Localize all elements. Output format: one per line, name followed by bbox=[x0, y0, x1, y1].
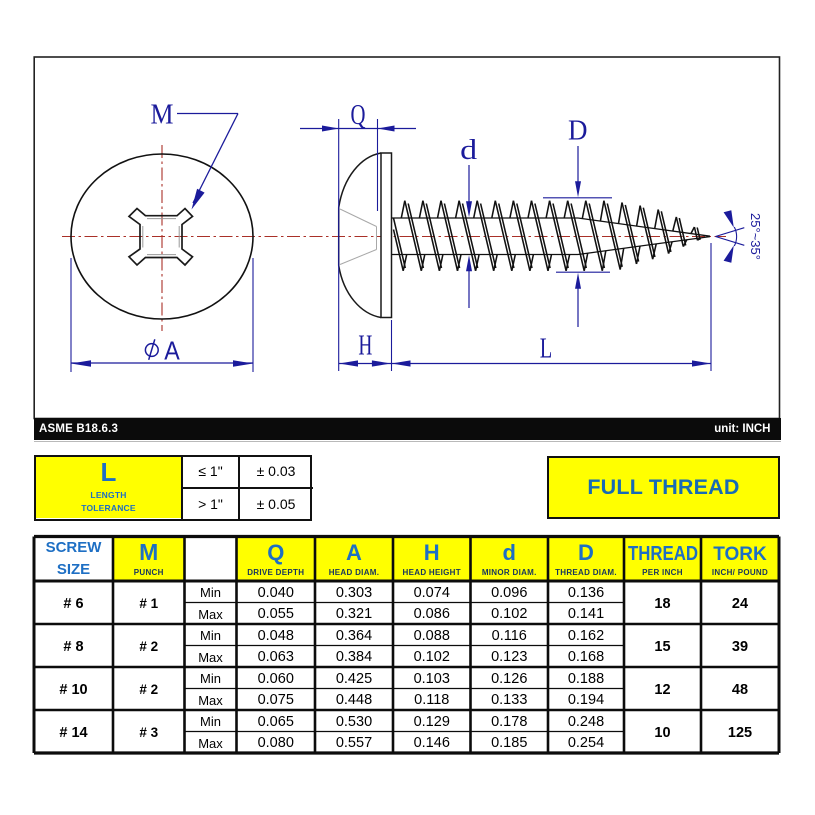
svg-text:d: d bbox=[460, 134, 478, 166]
svg-text:H: H bbox=[358, 330, 372, 362]
svg-text:M: M bbox=[151, 99, 174, 131]
svg-text:Q: Q bbox=[351, 99, 366, 131]
svg-text:D: D bbox=[568, 115, 588, 147]
svg-text:A: A bbox=[164, 335, 180, 365]
svg-text:L: L bbox=[540, 333, 553, 365]
svg-text:25°~35°: 25°~35° bbox=[748, 213, 763, 260]
